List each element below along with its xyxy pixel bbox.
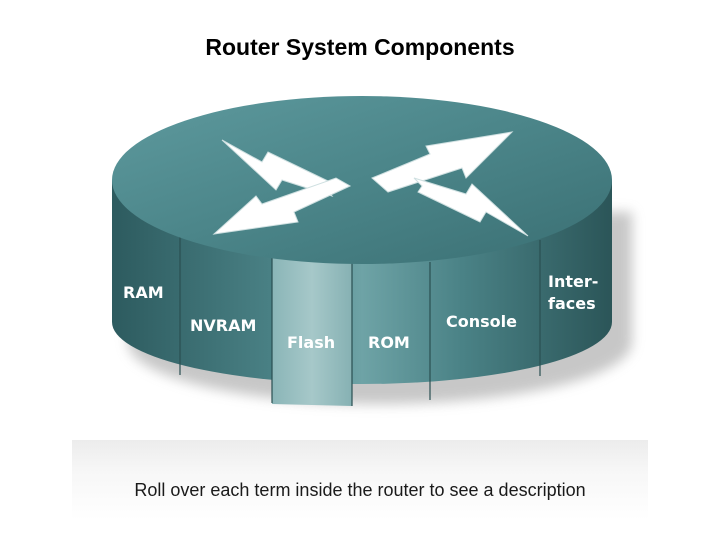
label-flash[interactable]: Flash bbox=[287, 333, 335, 352]
arrow-lower-left-icon bbox=[212, 177, 352, 235]
router-arrows bbox=[212, 131, 529, 237]
page-title: Router System Components bbox=[205, 34, 515, 60]
label-rom[interactable]: ROM bbox=[368, 333, 410, 352]
instruction-bar: Roll over each term inside the router to… bbox=[72, 440, 648, 520]
segment-dividers bbox=[179, 235, 541, 406]
arrow-upper-right-icon bbox=[371, 131, 514, 193]
router-diagram: RAM NVRAM Flash ROM Console Inter- faces bbox=[112, 96, 632, 406]
label-nvram[interactable]: NVRAM bbox=[190, 316, 256, 335]
label-interfaces-line2[interactable]: faces bbox=[548, 294, 596, 313]
instruction-text: Roll over each term inside the router to… bbox=[134, 480, 586, 500]
segment-flash-fill bbox=[272, 258, 352, 406]
label-console[interactable]: Console bbox=[446, 312, 517, 331]
arrow-lower-right-icon bbox=[413, 177, 529, 237]
segment-flash[interactable] bbox=[272, 258, 352, 406]
label-ram[interactable]: RAM bbox=[123, 283, 164, 302]
label-interfaces-line1[interactable]: Inter- bbox=[548, 272, 598, 291]
